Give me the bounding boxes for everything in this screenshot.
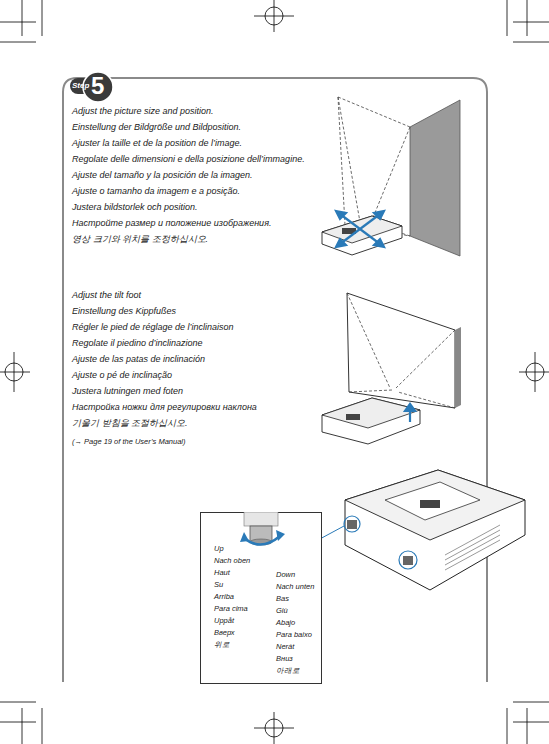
foot-housing bbox=[244, 512, 278, 526]
direction-up: Uppåt bbox=[214, 616, 234, 626]
instruction-line: Ajuste del tamaño y la posición de la im… bbox=[72, 170, 253, 181]
direction-down: Down bbox=[276, 570, 295, 580]
instruction-line: Justera bildstorlek och position. bbox=[72, 202, 198, 213]
instruction-line: Adjust the tilt foot bbox=[72, 290, 141, 301]
direction-up: 위로 bbox=[214, 640, 230, 650]
direction-down: Вниз bbox=[276, 654, 293, 664]
instruction-line: Ajuster la taille et de la position de l… bbox=[72, 138, 242, 149]
instruction-line: Einstellung der Bildgröße und Bildpositi… bbox=[72, 122, 241, 133]
instruction-line: Ajuste o tamanho da imagem e a posição. bbox=[72, 186, 240, 197]
step-word: Step bbox=[72, 81, 89, 90]
projection-illustration-2 bbox=[322, 293, 461, 444]
direction-up: Su bbox=[214, 580, 223, 590]
step-number: 5 bbox=[91, 73, 104, 99]
direction-down: Abajo bbox=[276, 618, 295, 628]
direction-down: Giù bbox=[276, 606, 288, 616]
projection-illustration-1 bbox=[322, 97, 460, 256]
rotation-arrow bbox=[244, 536, 280, 545]
instruction-line: Regolate delle dimensioni e della posizi… bbox=[72, 154, 305, 165]
instruction-line: 기울기 받침을 조절하십시오. bbox=[72, 418, 188, 429]
direction-up: Haut bbox=[214, 568, 230, 578]
page-reference: (→ Page 19 of the User’s Manual) bbox=[72, 436, 186, 447]
tilt-foot-inset: UpNach obenHautSuArribaPara cimaUppåtВве… bbox=[200, 512, 322, 684]
direction-up: Up bbox=[214, 544, 224, 554]
projector-illustration bbox=[318, 470, 525, 590]
instruction-line: Regolate il piedino d’inclinazione bbox=[72, 338, 203, 349]
direction-down: Bas bbox=[276, 594, 289, 604]
instruction-line: Настройка ножки для регулировки наклона bbox=[72, 402, 257, 413]
step-badge: Step5 bbox=[68, 70, 114, 104]
instruction-line: Justera lutningen med foten bbox=[72, 386, 183, 397]
instruction-line: Einstellung des Kippfußes bbox=[72, 306, 176, 317]
direction-up: Para cima bbox=[214, 604, 248, 614]
direction-up: Вверх bbox=[214, 628, 235, 638]
rotation-arrowhead bbox=[240, 532, 249, 542]
direction-up: Nach oben bbox=[214, 556, 250, 566]
direction-down: Para baixo bbox=[276, 630, 312, 640]
instruction-line: Adjust the picture size and position. bbox=[72, 106, 214, 117]
direction-up: Arriba bbox=[214, 592, 234, 602]
instruction-line: Régler le pied de réglage de l’inclinais… bbox=[72, 322, 234, 333]
instruction-line: Настройте размер и положение изображения… bbox=[72, 218, 271, 229]
direction-down: 아래로 bbox=[276, 666, 300, 676]
instruction-line: 영상 크기와 위치를 조정하십시오. bbox=[72, 234, 208, 245]
instruction-line: Ajuste o pé de inclinação bbox=[72, 370, 172, 381]
direction-down: Nach unten bbox=[276, 582, 314, 592]
inset-frame bbox=[201, 513, 322, 684]
rotation-arrowhead bbox=[276, 530, 285, 541]
direction-down: Nerát bbox=[276, 642, 294, 652]
instruction-line: Ajuste de las patas de inclinación bbox=[72, 354, 205, 365]
